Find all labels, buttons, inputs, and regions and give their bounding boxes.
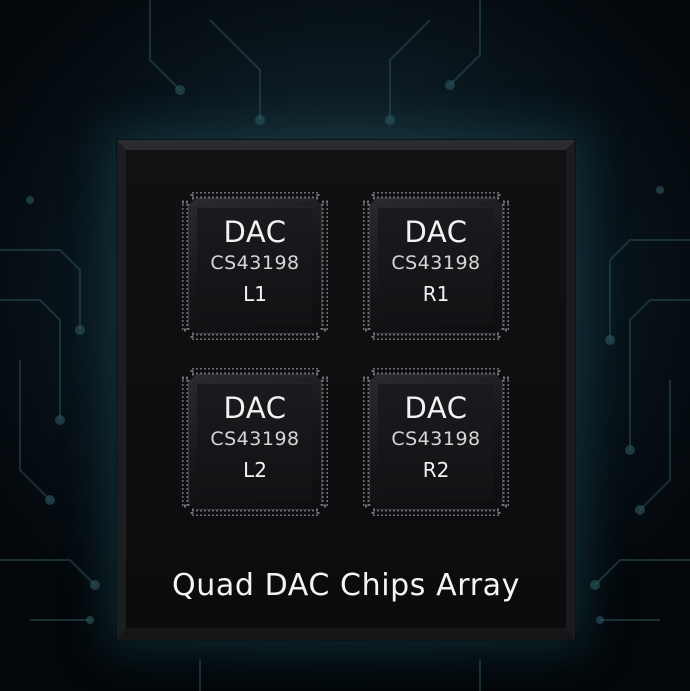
chip-name: DAC	[223, 215, 287, 249]
chip-model: CS43198	[210, 428, 300, 450]
chip-name: DAC	[404, 391, 468, 425]
chip-name: DAC	[404, 215, 468, 249]
chip-body	[369, 198, 503, 334]
chip-channel: R1	[422, 282, 450, 306]
chip-channel: L2	[243, 458, 267, 482]
chip-name: DAC	[223, 391, 287, 425]
chip-body	[188, 198, 322, 334]
chip-body	[369, 374, 503, 510]
chip-channel: R2	[422, 458, 450, 482]
caption: Quad DAC Chips Array	[172, 568, 520, 603]
circuit-board: DAC CS43198 L1 DAC CS43198 R1	[117, 140, 575, 640]
chip-model: CS43198	[391, 252, 481, 274]
chip-channel: L1	[243, 282, 267, 306]
dac-chip-r2: DAC CS43198 R2	[363, 368, 509, 516]
dac-chip-r1: DAC CS43198 R1	[363, 192, 509, 340]
chip-model: CS43198	[210, 252, 300, 274]
chip-model: CS43198	[391, 428, 481, 450]
dac-chip-l1: DAC CS43198 L1	[182, 192, 328, 340]
dac-chip-l2: DAC CS43198 L2	[182, 368, 328, 516]
chip-body	[188, 374, 322, 510]
